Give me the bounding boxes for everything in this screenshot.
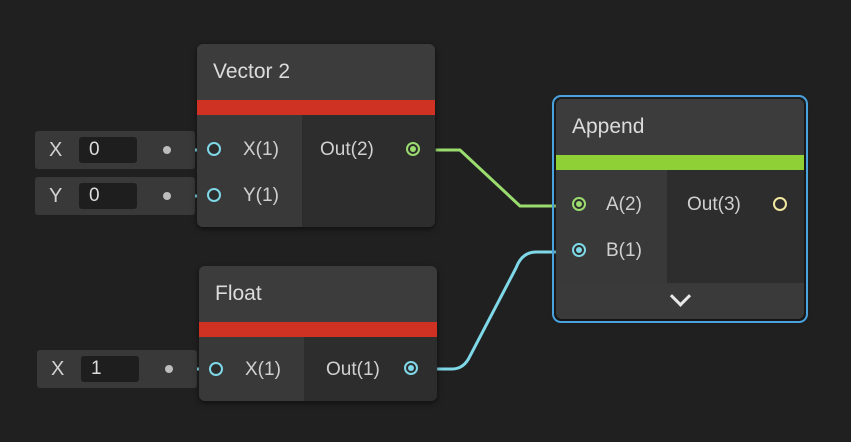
float-input-x-port[interactable]: X(1) xyxy=(199,357,304,383)
port-connected-dot-icon xyxy=(576,201,582,207)
field-port-dot-icon xyxy=(165,365,173,373)
port-circle-icon[interactable] xyxy=(572,243,586,257)
float-node[interactable]: Float X(1) Out(1) xyxy=(199,266,437,401)
port-label: X(1) xyxy=(243,139,279,160)
port-circle-icon[interactable] xyxy=(406,142,420,156)
port-label: A(2) xyxy=(606,194,642,215)
float-input-ports: X(1) xyxy=(199,337,304,401)
vector2-output-ports: Out(2) xyxy=(302,115,435,227)
vector2-y-field: Y 0 xyxy=(35,177,195,215)
field-axis-label: X xyxy=(49,139,63,161)
float-output-port[interactable]: Out(1) xyxy=(304,357,437,383)
port-circle-icon[interactable] xyxy=(207,142,221,156)
append-input-a-port[interactable]: A(2) xyxy=(556,192,667,218)
chevron-down-icon[interactable] xyxy=(669,285,692,307)
append-node-title[interactable]: Append xyxy=(556,99,804,155)
vector2-y-value-input[interactable]: 0 xyxy=(79,183,137,209)
append-output-port[interactable]: Out(3) xyxy=(667,192,804,218)
float-x-field: X 1 xyxy=(37,350,197,388)
wire-vector2-out-to-append-a[interactable] xyxy=(418,148,574,208)
float-x-value-input[interactable]: 1 xyxy=(81,356,139,382)
vector2-node[interactable]: Vector 2 X(1) Y(1) Out(2) xyxy=(197,44,435,227)
port-label: Out(2) xyxy=(320,139,374,160)
vector2-node-title[interactable]: Vector 2 xyxy=(197,44,435,100)
field-port-dot-icon xyxy=(163,192,171,200)
vector2-input-y-port[interactable]: Y(1) xyxy=(197,183,302,209)
wire-float-out-to-append-b[interactable] xyxy=(418,250,574,371)
append-input-b-port[interactable]: B(1) xyxy=(556,238,667,264)
port-label: X(1) xyxy=(245,359,281,380)
port-circle-icon[interactable] xyxy=(207,188,221,202)
float-output-port-circle-icon[interactable] xyxy=(404,361,418,375)
port-connected-dot-icon xyxy=(408,365,414,371)
field-axis-label: X xyxy=(51,358,65,380)
vector2-x-value-input[interactable]: 0 xyxy=(79,137,137,163)
append-input-ports: A(2) B(1) xyxy=(556,170,667,283)
append-expand-bar[interactable] xyxy=(556,283,804,319)
port-circle-icon[interactable] xyxy=(209,362,223,376)
append-output-ports: Out(3) xyxy=(667,170,804,283)
vector2-input-ports: X(1) Y(1) xyxy=(197,115,302,227)
port-connected-dot-icon xyxy=(576,247,582,253)
field-port-dot-icon xyxy=(163,146,171,154)
vector2-input-x-port[interactable]: X(1) xyxy=(197,137,302,163)
append-node[interactable]: Append A(2) B(1) Out(3) xyxy=(556,99,804,319)
port-connected-dot-icon xyxy=(410,146,416,152)
port-label: Out(1) xyxy=(326,359,380,380)
vector2-node-color-bar xyxy=(197,100,435,115)
field-axis-label: Y xyxy=(49,185,63,207)
float-node-color-bar xyxy=(199,322,437,337)
append-node-color-bar xyxy=(556,155,804,170)
port-label: Out(3) xyxy=(687,194,741,215)
float-node-title[interactable]: Float xyxy=(199,266,437,322)
port-label: Y(1) xyxy=(243,185,279,206)
vector2-output-port[interactable]: Out(2) xyxy=(302,137,435,163)
port-label: B(1) xyxy=(606,240,642,261)
port-circle-icon[interactable] xyxy=(572,197,586,211)
vector2-x-field: X 0 xyxy=(35,131,195,169)
port-circle-icon[interactable] xyxy=(773,197,787,211)
